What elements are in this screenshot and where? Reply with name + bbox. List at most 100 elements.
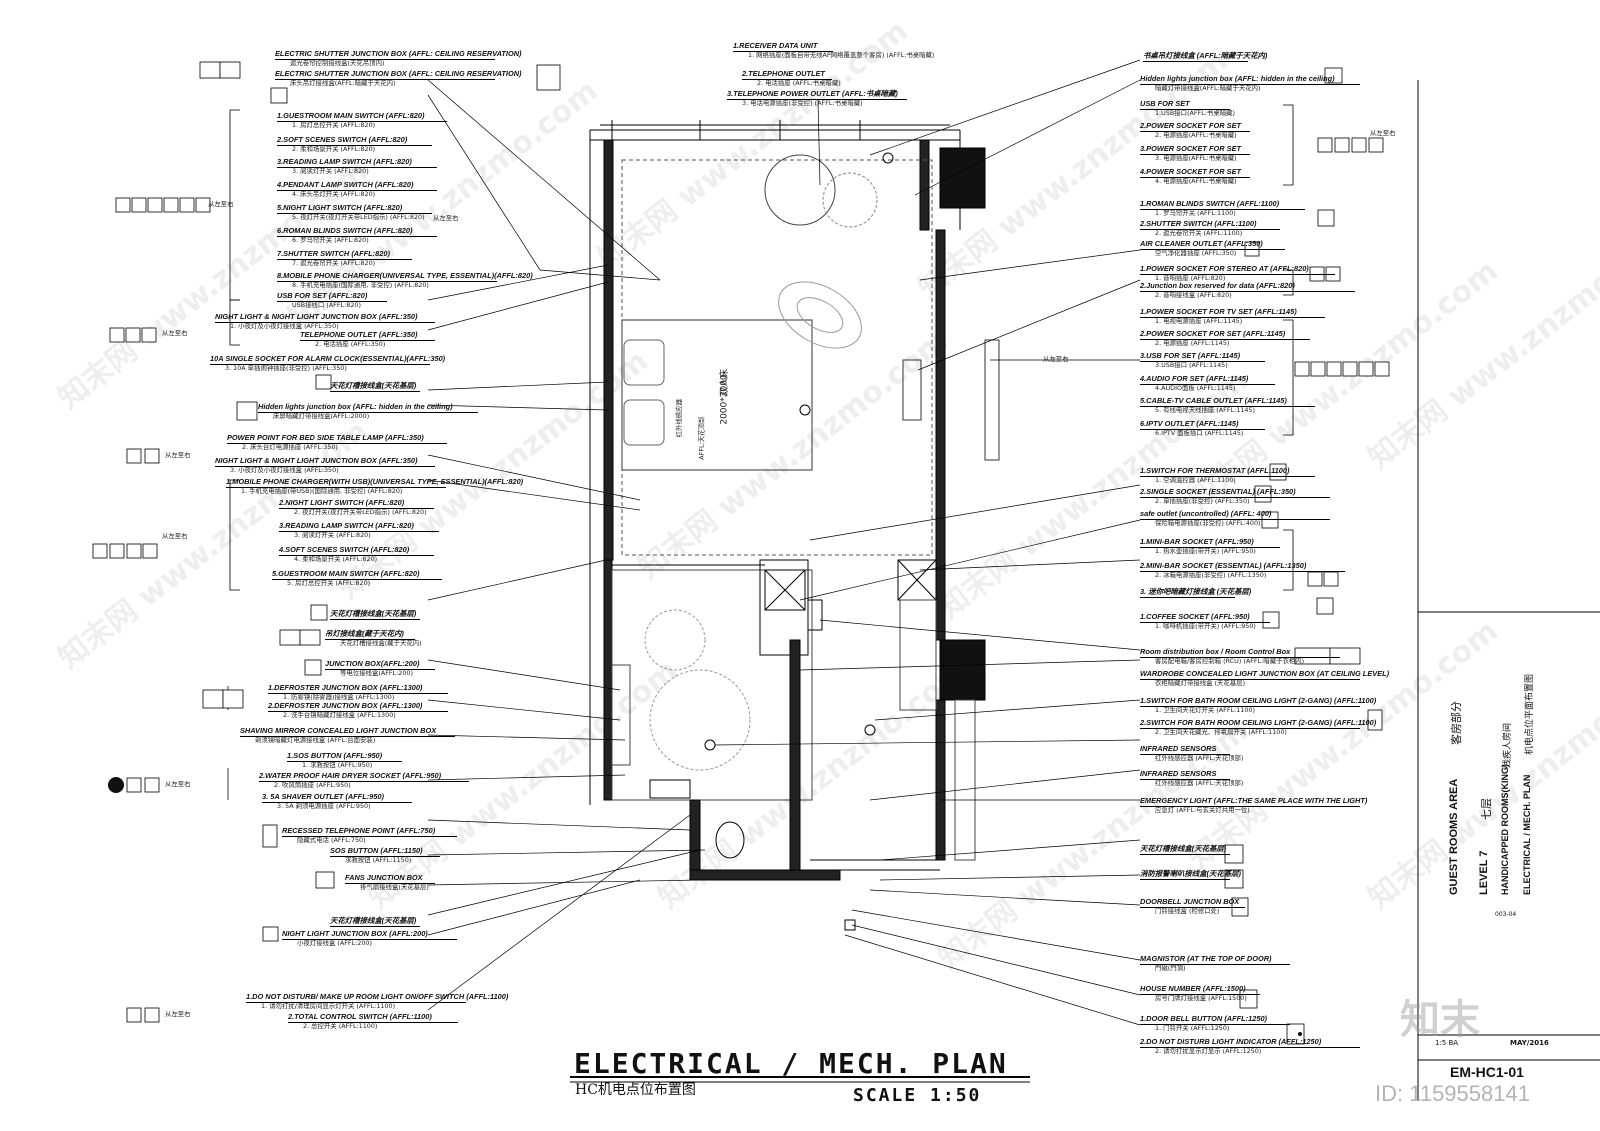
left-label-text: FANS JUNCTION BOX [345,873,423,882]
leader-underline [325,639,415,640]
left-label-text-cn: USB接线口 (AFFL:820) [292,301,361,309]
left-label-text: 5.NIGHT LIGHT SWITCH (AFFL:820) [277,203,403,212]
right-label-text: 3.USB FOR SET (AFFL:1145) [1140,351,1241,360]
left-label-text: 2.DEFROSTER JUNCTION BOX (AFFL:1300) [268,701,423,710]
top-label-text: 3.TELEPHONE POWER OUTLET (AFFL:书桌暗藏) [727,89,898,98]
right-label-text: 2.Junction box reserved for data (AFFL:8… [1140,281,1295,290]
leader-underline [330,926,420,927]
leader-underline [1140,291,1355,292]
right-label-text-cn: 1. 音响插座 (AFFL:820) [1155,274,1226,282]
left-label-text: POWER POINT FOR BED SIDE TABLE LAMP (AFF… [227,433,424,442]
leader-underline [1140,1024,1290,1025]
leader-underline [246,1002,466,1003]
leader-underline [1140,879,1230,880]
tb-room: HANDICAPPED ROOMS(KING) [1500,763,1510,895]
drawing-code: EM-HC1-01 [1450,1064,1524,1080]
right-label-text: AIR CLEANER OUTLET (AFFL:350) [1140,239,1263,248]
leader-underline [1140,597,1235,598]
tb-room-cn: 残疾人房间 [1503,722,1513,768]
left-label-text-cn: 3. 10A 单插闹钟插座(非受控) (AFFL:350) [225,364,347,372]
right-label-text: 3. 迷你吧暗藏灯接线盒 (天花基层) [1140,587,1252,596]
right-label-text-cn: 1. 电视电源插座 (AFFL:1145) [1155,317,1243,325]
right-label-text: DOORBELL JUNCTION BOX [1140,897,1240,906]
left-label-text-cn: 2. 洗手台镜暗藏灯接线盒 (AFFL:1300) [283,711,396,719]
left-label-text: 2.TOTAL CONTROL SWITCH (AFFL:1100) [288,1012,432,1021]
leader-underline [277,301,387,302]
distribution-box [939,639,986,701]
left-label-text-cn: 6. 罗马帘开关 (AFFL:820) [292,236,369,244]
drawing-scale: SCALE 1:50 [853,1085,982,1106]
left-label-text-cn: 天花灯槽接线盒(藏于天花内) [340,639,422,647]
left-label-text-cn: 2. 床头台灯电源插座 (AFFL:350) [242,443,338,451]
right-label-text: HOUSE NUMBER (AFFL:1500) [1140,984,1246,993]
right-label-text-cn: 1.USB接口(AFFL:书桌暗藏) [1155,109,1235,117]
leader-underline [240,736,455,737]
left-label-text: ELECTRIC SHUTTER JUNCTION BOX (AFFL: CEI… [275,69,522,78]
direction-note: 从左至右 [433,214,459,222]
leader-underline [215,466,435,467]
leader-underline [1140,384,1275,385]
right-label-text: Hidden lights junction box (AFFL: hidden… [1140,74,1335,83]
right-label-text-cn: 5. 有线电视天线插座 (AFFL:1145) [1155,406,1255,414]
leader-underline [1140,622,1270,623]
left-label-text: 1.MOBILE PHONE CHARGER(WITH USB)(UNIVERS… [226,477,524,486]
left-label-text-cn: 求救按钮 (AFFL:1150) [345,856,412,864]
right-label-text: 6.IPTV OUTLET (AFFL:1145) [1140,419,1239,428]
tb-scale: 1:5 BA [1435,1039,1459,1047]
tb-plan-cn: 机电点位平面布置图 [1525,673,1535,755]
left-label-text-cn: 2. 柔和场景开关 (AFFL:820) [292,145,376,153]
right-label-text-cn: 1. 咖啡机插座(带开关) (AFFL:950) [1155,622,1256,630]
leader-underline [330,856,440,857]
logo-watermark: 知末 [1400,997,1480,1043]
right-label-text: MAGNISTOR (AT THE TOP OF DOOR) [1140,954,1272,963]
leader-underline [727,99,907,100]
leader-underline [1140,361,1265,362]
right-label-text-cn: 空气净化器插座 (AFFL:350) [1155,249,1237,257]
left-label-text: 3.READING LAMP SWITCH (AFFL:820) [277,157,412,166]
leader-underline [1140,806,1360,807]
tb-plan: ELECTRICAL / MECH. PLAN [1522,774,1532,895]
leader-underline [287,761,402,762]
left-label-text-cn: 小夜灯接线盒 (AFFL:200) [297,939,372,947]
left-label-text-cn: 1. 小夜灯及小夜灯接线盒 (AFFL:350) [230,322,339,330]
left-label-text: 1.GUESTROOM MAIN SWITCH (AFFL:820) [277,111,425,120]
right-label-text: 4.AUDIO FOR SET (AFFL:1145) [1140,374,1249,383]
direction-note: 从左至右 [165,451,191,459]
leader-underline [215,322,435,323]
right-label-text-cn: 暗藏灯带接线盒(AFFL:暗藏于天花内) [1155,84,1261,92]
right-label-text-cn: 3.USB接口 (AFFL:1145) [1155,361,1228,369]
left-label-text: 5.GUESTROOM MAIN SWITCH (AFFL:820) [272,569,420,578]
left-label-text: USB FOR SET (AFFL:820) [277,291,368,300]
right-label-text-cn: 门铃接线盒 (检修口处) [1155,907,1220,915]
left-label-text-cn: 剃须镜暗藏灯电源接线盒 (AFFL:台面安装) [255,736,376,744]
leader-underline [275,59,495,60]
right-label-text-cn: 2. 遮光卷帘开关 (AFFL:1100) [1155,229,1243,237]
leader-underline [1140,406,1315,407]
left-label-text-cn: 遮光卷帘控制接线盒(天花吊顶内) [290,59,385,67]
leader-underline [282,836,457,837]
left-label-text-cn: 1. 防雾镜(除雾器)接线盒 (AFFL:1300) [283,693,395,701]
right-label-text-cn: 客房配电箱/客房控制箱 (RCU) (AFFL:暗藏于衣柜内) [1155,657,1305,665]
left-label-text-cn: 2. 总控开关 (AFFL:1100) [303,1022,378,1030]
leader-underline [288,1022,458,1023]
direction-note: 从左至右 [162,532,188,540]
left-label-text: 吊灯接线盒(藏于天花内) [325,629,404,638]
right-label-text-cn: 2. 电源插座 (AFFL:1145) [1155,339,1230,347]
left-label-text: TELEPHONE OUTLET (AFFL:350) [300,330,418,339]
leader-underline [268,693,448,694]
right-label-text: 1.COFFEE SOCKET (AFFL:950) [1140,612,1250,621]
left-label-text: 1.DO NOT DISTURB/ MAKE UP ROOM LIGHT ON/… [246,992,509,1001]
right-label-text-cn: 6.IPTV 面板插口 (AFFL:1145) [1155,429,1244,437]
right-label-text: 1.SWITCH FOR THERMOSTAT (AFFL:1100) [1140,466,1290,475]
leader-underline [1140,754,1230,755]
leader-underline [1140,657,1340,658]
right-label-text-cn: 红外线感应器 (AFFL:天花顶部) [1155,779,1244,787]
left-label-text-cn: 1. 请勿打扰/清理房间显示灯开关 (AFFL:1100) [261,1002,396,1010]
right-label-text: 5.CABLE-TV CABLE OUTLET (AFFL:1145) [1140,396,1287,405]
left-label-text-cn: 床头吊灯接线盒(AFFL:暗藏于天花内) [290,79,396,87]
leader-underline [1140,177,1250,178]
right-label-text: 1.MINI-BAR SOCKET (AFFL:950) [1140,537,1254,546]
drawing-title: ELECTRICAL / MECH. PLAN [574,1047,1008,1080]
leader-underline [345,883,435,884]
right-label-text-cn: 2. 冰箱电源插座(非受控) (AFFL:1350) [1155,571,1267,579]
